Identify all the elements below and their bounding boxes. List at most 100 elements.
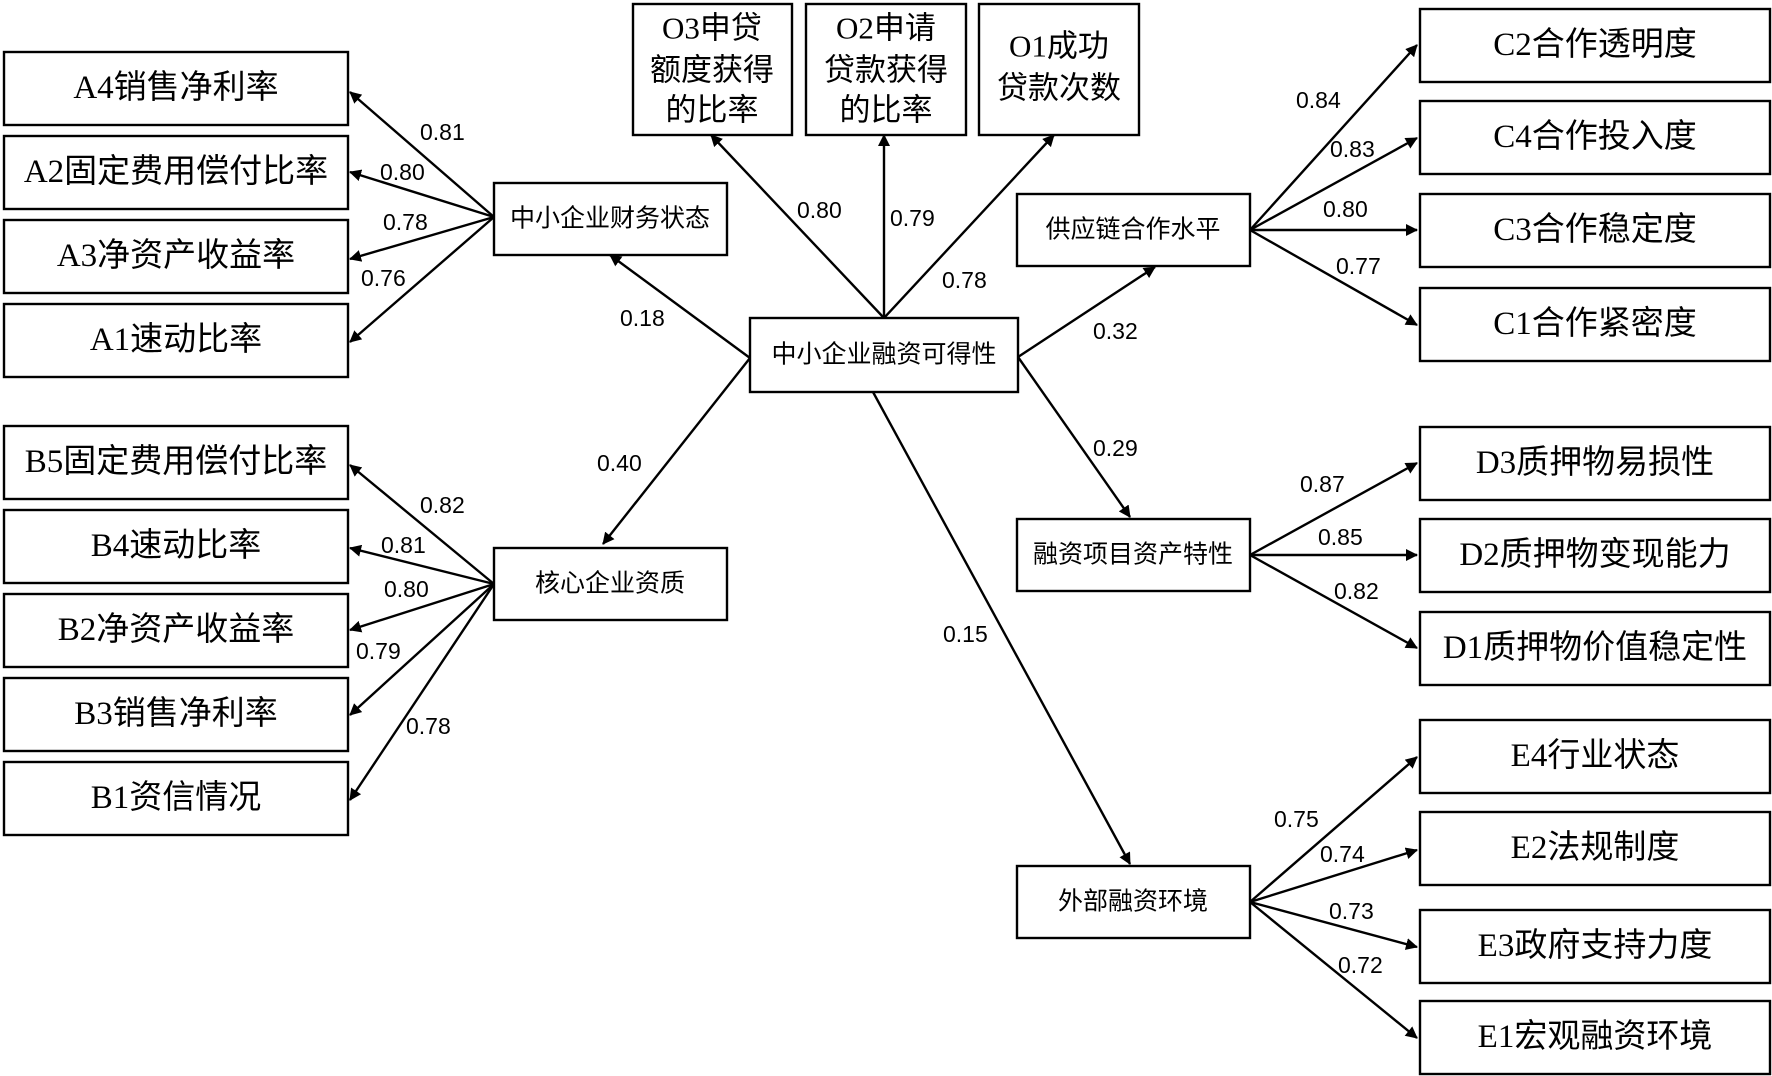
indicator-box-e2 [1418,810,1772,887]
edge-core-to-b5 [349,464,495,585]
indicator-box-d2 [1418,517,1772,594]
outcome-line-o2-3: 的比率 [840,93,933,128]
edge-asset-to-d3 [1249,461,1418,557]
edge-central-to-asset-features [1017,356,1131,518]
indicator-box-c4 [1418,99,1772,176]
factor-box-external-env [1015,864,1252,940]
coef-supply-chain: 0.32 [1093,318,1138,344]
outcome-line-o1-2: 贷款次数 [997,71,1121,106]
indicator-box-a2 [2,134,350,211]
indicator-label-a3: A3净资产收益率 [57,237,295,274]
edge-asset-to-d1 [1249,553,1418,650]
coef-e3: 0.73 [1329,898,1374,924]
coef-core-enterprise: 0.40 [597,450,642,476]
edges [349,44,1418,1039]
indicator-box-b1 [2,760,350,837]
coef-asset-features: 0.29 [1093,435,1138,461]
indicator-box-c3 [1418,192,1772,269]
asset-indicator-boxes: D3质押物易损性 D2质押物变现能力 D1质押物价值稳定性 [1418,425,1772,687]
indicator-box-d3 [1418,425,1772,502]
edge-financial-to-a2 [349,169,495,219]
indicator-label-b3: B3销售净利率 [74,695,278,732]
edge-external-to-e3 [1249,900,1418,950]
indicator-box-b5 [2,424,350,501]
edge-central-to-external-env [871,391,1132,865]
factor-box-core-enterprise [492,546,729,622]
coef-b5: 0.82 [420,492,465,518]
outcome-line-o2-2: 贷款获得 [824,53,948,88]
indicator-label-b5: B5固定费用偿付比率 [25,443,328,480]
indicator-box-e3 [1418,908,1772,985]
indicator-label-a4: A4销售净利率 [73,69,278,106]
coef-c3: 0.80 [1323,196,1368,222]
outcome-box-o3 [631,2,794,137]
indicator-label-c4: C4合作投入度 [1493,118,1697,155]
outcome-box-o2 [804,2,968,137]
coef-c1: 0.77 [1336,253,1381,279]
coef-b1: 0.78 [406,713,451,739]
indicator-label-b1: B1资信情况 [91,779,262,816]
indicator-label-c3: C3合作稳定度 [1493,211,1697,248]
factor-label-financial-state: 中小企业财务状态 [510,205,710,233]
indicator-label-d3: D3质押物易损性 [1476,444,1714,481]
edge-supply-to-c1 [1249,228,1418,327]
outcome-line-o3-1: O3申贷 [662,11,762,46]
coef-o1: 0.78 [942,267,987,293]
edge-central-to-o1 [883,134,1055,319]
indicator-box-a4 [2,50,350,127]
coef-e1: 0.72 [1338,952,1383,978]
financial-indicator-boxes: A4销售净利率 A2固定费用偿付比率 A3净资产收益率 A1速动比率 [2,50,350,379]
coef-financial-state: 0.18 [620,305,665,331]
outcome-boxes: O3申贷 额度获得 的比率 O2申请 贷款获得 的比率 O1成功 贷款次数 [631,2,1141,137]
indicator-label-e2: E2法规制度 [1511,829,1680,866]
central-label: 中小企业融资可得性 [771,341,996,369]
factor-box-supply-chain [1015,192,1252,268]
supply-indicator-boxes: C2合作透明度 C4合作投入度 C3合作稳定度 C1合作紧密度 [1418,7,1772,363]
external-indicator-boxes: E4行业状态 E2法规制度 E3政府支持力度 E1宏观融资环境 [1418,718,1772,1076]
edge-central-to-o3 [710,134,885,319]
edge-core-to-b4 [349,544,495,586]
coef-d1: 0.82 [1334,578,1379,604]
indicator-label-b4: B4速动比率 [91,527,262,564]
coef-d2: 0.85 [1318,524,1363,550]
indicator-box-b2 [2,592,350,669]
edge-central-to-supply-chain [1017,265,1156,359]
coef-o2: 0.79 [890,205,935,231]
coef-b4: 0.81 [381,532,426,558]
edge-financial-to-a4 [349,91,495,218]
indicator-label-a2: A2固定费用偿付比率 [24,153,328,190]
edge-financial-to-a1 [349,216,495,343]
edge-central-to-financial-state [609,254,751,359]
coefficients: 0.18 0.40 0.32 0.29 0.15 0.80 0.79 0.78 … [356,87,1383,978]
factor-label-core-enterprise: 核心企业资质 [535,570,685,598]
edge-supply-to-c4 [1249,136,1418,232]
indicator-label-e3: E3政府支持力度 [1478,927,1713,964]
edge-core-to-b3 [349,583,495,716]
coef-a1: 0.76 [361,265,406,291]
indicator-label-c2: C2合作透明度 [1493,26,1697,63]
coef-c4: 0.83 [1330,136,1375,162]
coef-e4: 0.75 [1274,806,1319,832]
factor-box-financial-state [492,181,729,257]
edge-external-to-e4 [1249,756,1418,903]
outcome-box-o1 [977,2,1141,137]
edge-external-to-e2 [1249,847,1418,904]
edge-supply-to-c2 [1249,44,1418,231]
edge-external-to-e1 [1249,901,1418,1039]
coef-e2: 0.74 [1320,841,1365,867]
indicator-label-e1: E1宏观融资环境 [1478,1018,1713,1055]
indicator-box-c1 [1418,286,1772,363]
coef-d3: 0.87 [1300,471,1345,497]
coef-c2: 0.84 [1296,87,1341,113]
outcome-line-o1-1: O1成功 [1009,29,1109,64]
core-indicator-boxes: B5固定费用偿付比率 B4速动比率 B2净资产收益率 B3销售净利率 B1资信情… [2,424,350,837]
indicator-box-e4 [1418,718,1772,795]
coef-a4: 0.81 [420,119,465,145]
coef-a2: 0.80 [380,159,425,185]
edge-core-to-b2 [349,582,495,633]
indicator-label-a1: A1速动比率 [90,321,262,358]
factor-label-asset-features: 融资项目资产特性 [1033,541,1233,569]
indicator-box-a3 [2,218,350,295]
factor-label-external-env: 外部融资环境 [1058,888,1208,916]
indicator-label-d1: D1质押物价值稳定性 [1443,629,1747,666]
